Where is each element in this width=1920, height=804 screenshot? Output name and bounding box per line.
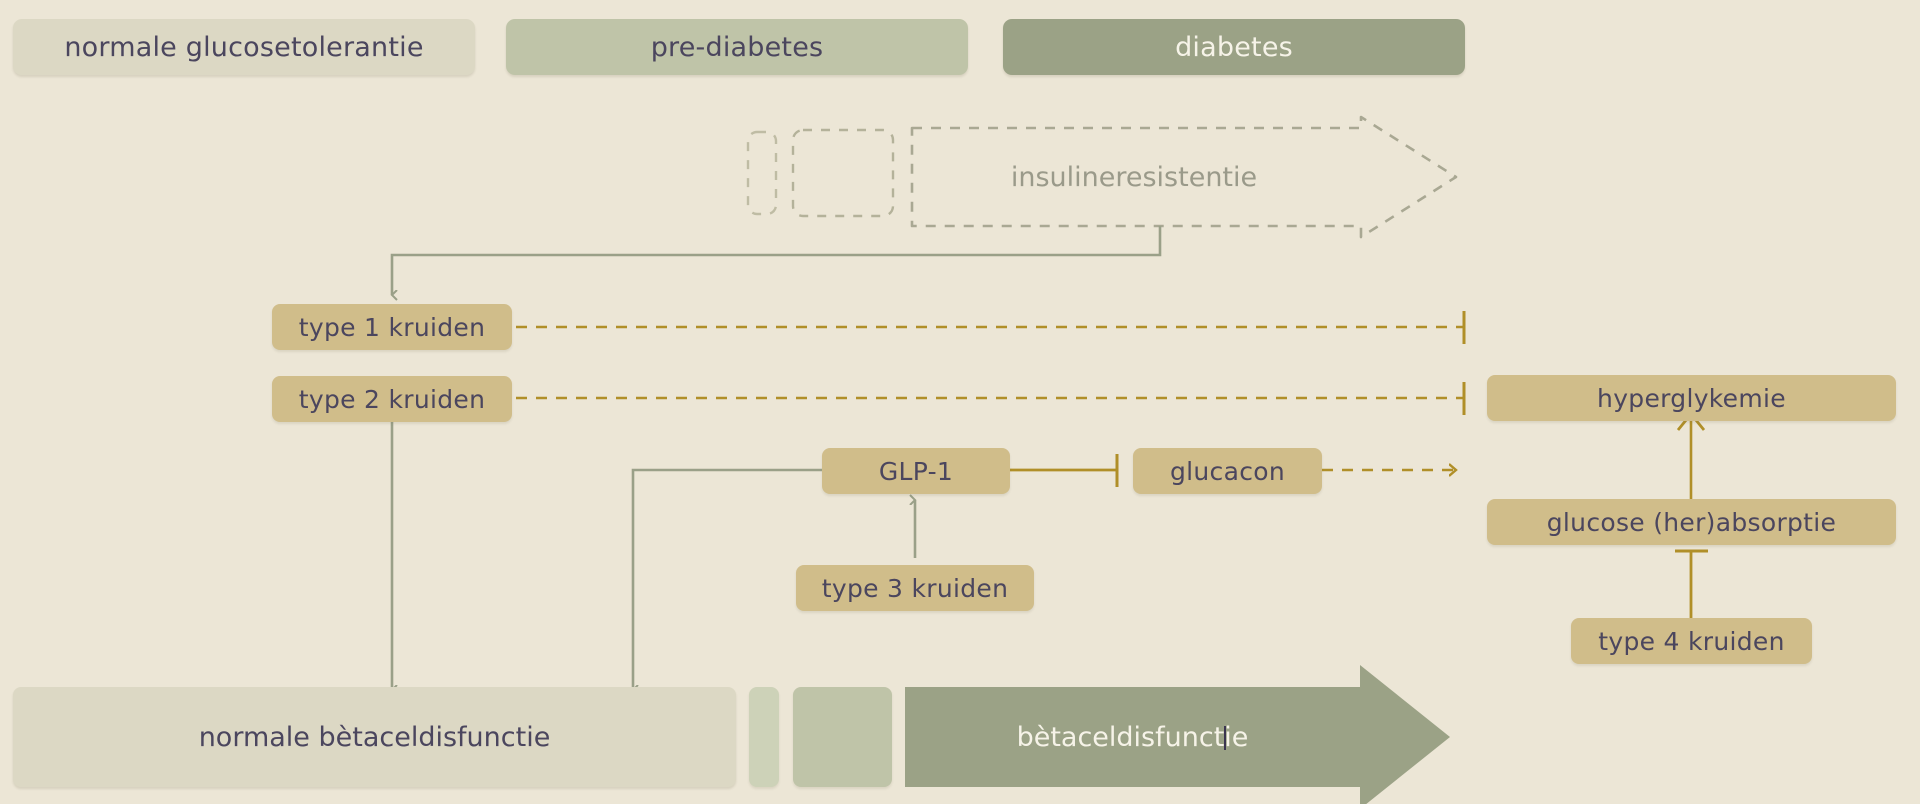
ir-segment-2 bbox=[791, 128, 895, 218]
betaceldisfunctie-arrow-shape bbox=[905, 665, 1450, 804]
stage-bar-diabetes[interactable]: diabetes bbox=[1003, 19, 1465, 75]
edge-glp1-to-betaceldisfunctie bbox=[633, 468, 822, 690]
node-type-2-kruiden[interactable]: type 2 kruiden bbox=[272, 376, 512, 422]
text-caret bbox=[1224, 726, 1226, 750]
ir-segment-1 bbox=[746, 130, 778, 216]
stage-bar-normale-glucosetolerantie[interactable]: normale glucosetolerantie bbox=[13, 19, 475, 75]
node-label: glucacon bbox=[1169, 456, 1285, 486]
node-label: type 4 kruiden bbox=[1598, 626, 1785, 656]
bottom-bar-label: normale bètaceldisfunctie bbox=[198, 721, 551, 753]
bottom-block-small bbox=[749, 687, 779, 787]
edge-type1-inhibits-hyperglykemie bbox=[516, 311, 1466, 344]
node-glucose-herabsorptie[interactable]: glucose (her)absorptie bbox=[1487, 499, 1896, 545]
node-label: type 1 kruiden bbox=[298, 312, 486, 342]
bottom-block-medium bbox=[793, 687, 892, 787]
node-label: GLP-1 bbox=[878, 456, 954, 486]
edge-type4-inhibits-glucose bbox=[1675, 549, 1708, 620]
node-type-3-kruiden[interactable]: type 3 kruiden bbox=[796, 565, 1034, 611]
ir-segment-3-arrow bbox=[910, 115, 1458, 239]
node-hyperglykemie[interactable]: hyperglykemie bbox=[1487, 375, 1896, 421]
node-type-4-kruiden[interactable]: type 4 kruiden bbox=[1571, 618, 1812, 664]
node-label: type 2 kruiden bbox=[298, 384, 486, 414]
node-label: type 3 kruiden bbox=[821, 573, 1009, 603]
bottom-bar-normale-betaceldisfunctie[interactable]: normale bètaceldisfunctie bbox=[13, 687, 736, 787]
stage-bar-pre-diabetes[interactable]: pre-diabetes bbox=[506, 19, 968, 75]
insulineresistentie-arrow-shape bbox=[746, 115, 1458, 239]
edge-glp1-inhibits-glucacon bbox=[1010, 454, 1119, 487]
node-glucacon[interactable]: glucacon bbox=[1133, 448, 1322, 494]
node-label: glucose (her)absorptie bbox=[1546, 507, 1837, 537]
node-label: hyperglykemie bbox=[1597, 383, 1786, 413]
edge-insulineresistentie-to-type1 bbox=[392, 226, 1162, 295]
stage-label: normale glucosetolerantie bbox=[64, 31, 424, 63]
stage-label: diabetes bbox=[1175, 31, 1293, 63]
node-glp-1[interactable]: GLP-1 bbox=[822, 448, 1010, 494]
edge-type2-inhibits-hyperglykemie bbox=[516, 382, 1466, 415]
stage-label: pre-diabetes bbox=[650, 31, 824, 63]
node-type-1-kruiden[interactable]: type 1 kruiden bbox=[272, 304, 512, 350]
